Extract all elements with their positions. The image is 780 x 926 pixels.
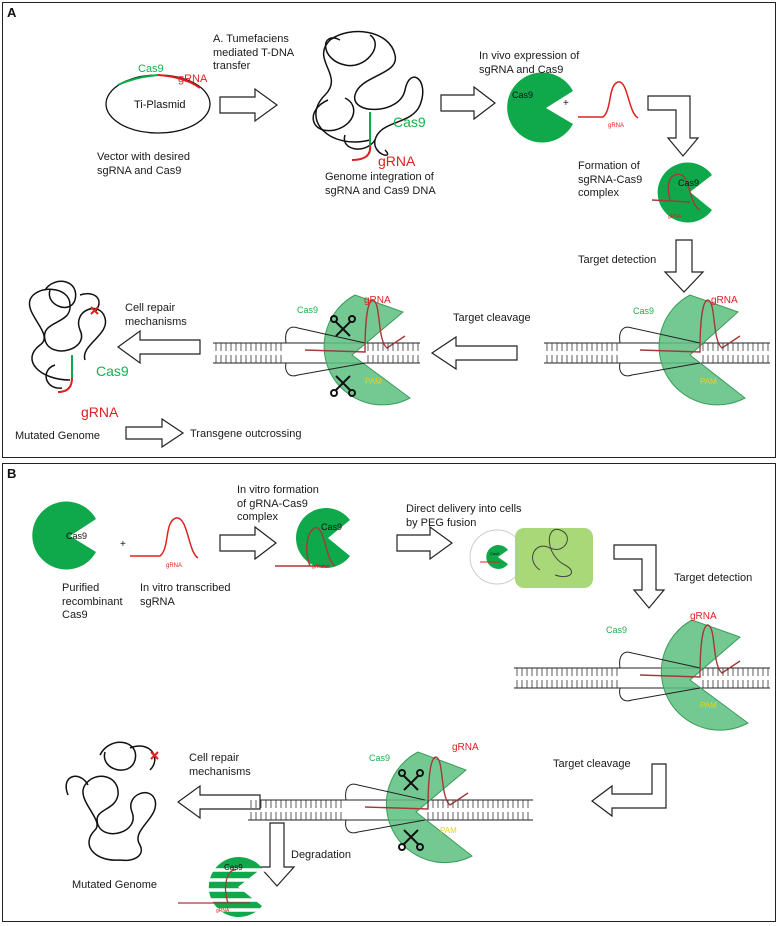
dna-ticks [215, 343, 769, 820]
grna-molecule-a [578, 81, 639, 119]
mutated-grna-label: gRNA [81, 404, 119, 420]
cleave-pam-label-a: PAM [365, 377, 382, 386]
cas9-label-b: Cas9 [66, 531, 87, 541]
delivery-cas9-label: Cas9 [490, 551, 500, 556]
genome-cas9-label: Cas9 [393, 114, 426, 130]
arrow-bent-left-b [591, 763, 667, 818]
cleave-grna-label-b: gRNA [452, 742, 479, 753]
plasmid-grna-label: gRNA [178, 73, 208, 85]
arrow-cleavage-left-a [430, 335, 518, 371]
panel-b [2, 463, 776, 922]
arrow-to-complex-b [219, 525, 277, 561]
mutated-genome-caption-b: Mutated Genome [72, 879, 157, 891]
arrow-detection-down-a [663, 239, 705, 293]
degradation-caption: Degradation [291, 849, 351, 861]
plus-sign-a: + [563, 98, 569, 109]
degrade-cas9-label: Cas9 [224, 863, 243, 872]
target-cas9-label-a: Cas9 [633, 306, 654, 316]
panel-a-label: A [7, 5, 17, 20]
degrade-grna-label: gRNA [216, 908, 230, 914]
arrow-to-delivery [396, 525, 454, 561]
mutated-cas9-label: Cas9 [96, 363, 129, 379]
complex-grna-label-a: gRNA [668, 214, 682, 220]
panel-a [2, 2, 776, 458]
genome-tangle-a [312, 30, 424, 156]
grna-molecule-b [130, 517, 199, 559]
target-grna-label-a: gRNA [711, 295, 738, 306]
target-cas9-label-b: Cas9 [606, 625, 627, 635]
mutated-genome-a [28, 280, 107, 389]
mutated-grna-segment [57, 377, 73, 393]
purified-cas9-protein [32, 501, 96, 570]
arrow-repair-left-a [116, 329, 201, 365]
target-detection-caption-a: Target detection [578, 254, 657, 266]
cas9-protein-a [507, 72, 573, 143]
complex-grna-label-b: gRNA [312, 564, 326, 570]
plasmid-name: Ti-Plasmid [134, 99, 186, 111]
target-grna-label-b: gRNA [690, 611, 717, 622]
scissors-icon [330, 315, 356, 337]
mutated-genome-caption-a: Mutated Genome [15, 430, 100, 442]
target-pam-label-a: PAM [700, 377, 717, 386]
cleave-cas9-label-b: Cas9 [369, 753, 390, 763]
arrow-bent-down-a [647, 95, 700, 157]
cleave-cas9-label-a: Cas9 [297, 305, 318, 315]
cleave-grna-label-a: gRNA [364, 295, 391, 306]
degraded-complex [178, 857, 270, 917]
arrow-to-genome [219, 87, 279, 123]
cleave-pam-label-b: PAM [440, 826, 457, 835]
plasmid-cas9-label: Cas9 [138, 63, 164, 75]
outcrossing-caption: Transgene outcrossing [190, 428, 302, 440]
target-cleavage-complex-a [213, 294, 420, 406]
arrow-bent-down-b [613, 544, 666, 609]
mutation-mark-icon [150, 751, 159, 760]
scissors-icon [330, 375, 356, 397]
genome-grna-segment [351, 144, 372, 161]
target-cleavage-caption-b: Target cleavage [553, 758, 631, 770]
genome-grna-label: gRNA [378, 153, 416, 169]
target-detection-complex-a [544, 294, 770, 406]
panel-b-label: B [7, 466, 17, 481]
mutated-genome-b [65, 741, 157, 862]
arrow-degradation-down [258, 822, 296, 887]
arrow-repair-left-b [176, 784, 261, 820]
target-detection-caption-b: Target detection [674, 572, 753, 584]
plus-sign-b: + [120, 539, 126, 550]
ti-plasmid [105, 74, 211, 134]
scissors-icon [398, 829, 424, 851]
grna-small-b: gRNA [166, 563, 182, 569]
target-detection-complex-b [514, 619, 770, 731]
mutation-mark-icon [90, 306, 99, 315]
cas9-label-a: Cas9 [512, 90, 533, 100]
peg-fusion-delivery [469, 528, 593, 588]
scissors-icon [398, 769, 424, 791]
arrow-outcross [125, 417, 185, 449]
grna-cas9-complex-b [275, 508, 350, 568]
arrow-to-expression [440, 85, 496, 121]
target-pam-label-b: PAM [700, 701, 717, 710]
complex-cas9-label-a: Cas9 [678, 178, 699, 188]
target-cleavage-caption-a: Target cleavage [453, 312, 531, 324]
complex-cas9-label-b: Cas9 [321, 522, 342, 532]
sgrna-cas9-complex-a [651, 162, 712, 223]
grna-small-a: gRNA [608, 123, 624, 129]
